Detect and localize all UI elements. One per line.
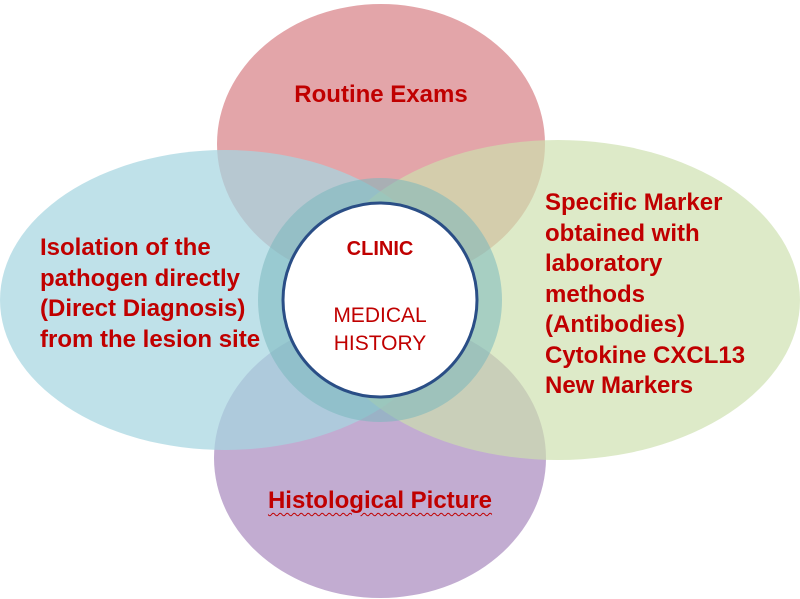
- routine-exams-label: Routine Exams: [294, 81, 468, 108]
- histological-picture-label: Histological Picture: [267, 487, 493, 514]
- specific-marker-label: Specific Marker obtained with laboratory…: [545, 188, 745, 402]
- medical-history-line: MEDICAL: [333, 304, 427, 327]
- specific-marker-line: (Antibodies): [545, 311, 685, 338]
- center-circle: [281, 201, 479, 399]
- specific-marker-line: methods: [545, 280, 646, 308]
- isolation-label-line: (Direct Diagnosis): [40, 295, 246, 322]
- medical-history-label: MEDICAL HISTORY: [0, 302, 760, 358]
- isolation-label-line: from the lesion site: [40, 325, 261, 353]
- specific-marker-line: New Markers: [545, 372, 694, 399]
- specific-marker-line: Specific Marker: [545, 189, 723, 216]
- specific-marker-line: Cytokine CXCL13: [545, 341, 746, 369]
- medical-history-line: HISTORY: [333, 332, 427, 355]
- clinic-title: CLINIC: [346, 238, 414, 260]
- isolation-label: Isolation of the pathogen directly (Dire…: [40, 233, 260, 355]
- specific-marker-line: laboratory: [545, 250, 663, 277]
- specific-marker-line: obtained with: [545, 219, 700, 247]
- isolation-label-line: Isolation of the: [40, 234, 211, 261]
- isolation-label-line: pathogen directly: [40, 264, 241, 292]
